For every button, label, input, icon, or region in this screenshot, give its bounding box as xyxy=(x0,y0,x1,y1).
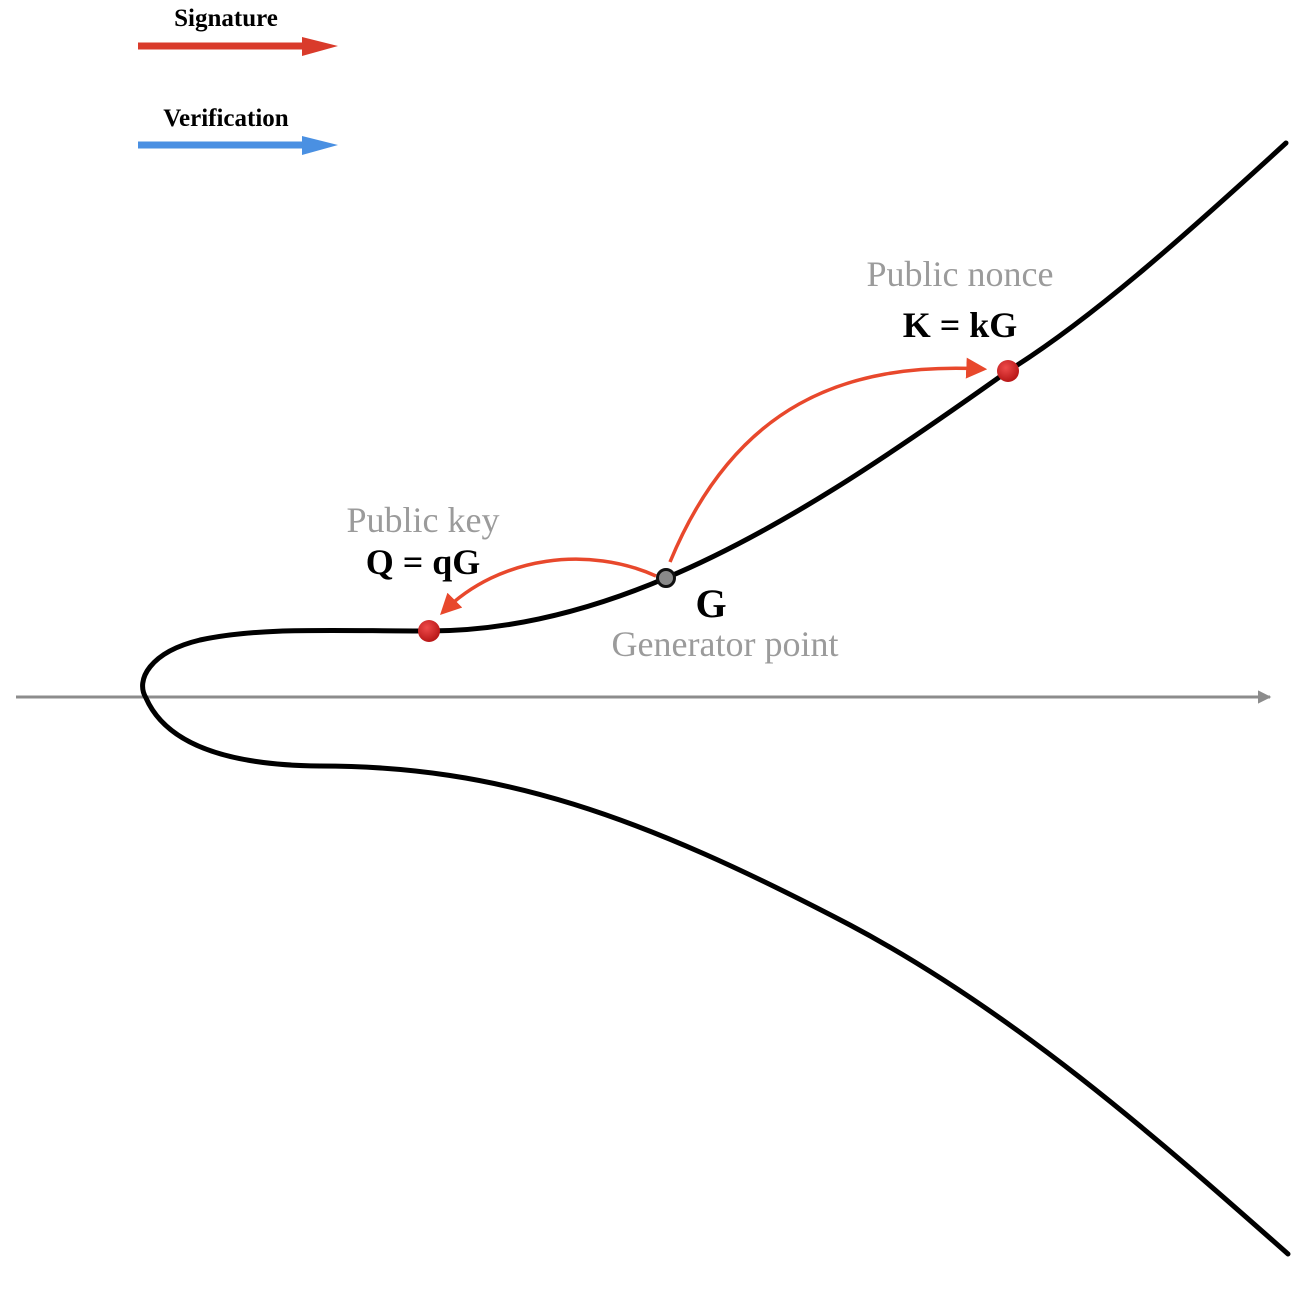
public-key-point xyxy=(418,620,440,642)
legend-verification-label: Verification xyxy=(163,105,289,132)
legend-signature-label: Signature xyxy=(174,5,278,32)
legend-verification-arrow xyxy=(138,136,338,155)
elliptic-curve xyxy=(140,140,1291,1257)
public-key-formula: Q = qG xyxy=(366,542,481,582)
public-nonce-point xyxy=(997,360,1019,382)
generator-caption: Generator point xyxy=(612,624,839,664)
public-nonce-caption: Public nonce xyxy=(867,254,1054,294)
generator-symbol: G xyxy=(695,581,726,626)
legend: Signature Verification xyxy=(138,5,338,155)
generator-point xyxy=(656,568,676,588)
signature-arrow-to-public-key xyxy=(440,557,657,615)
signature-arrow-to-public-nonce xyxy=(668,357,988,563)
public-key-caption: Public key xyxy=(347,500,500,540)
public-nonce-formula: K = kG xyxy=(903,305,1018,345)
legend-signature-arrow xyxy=(138,37,338,56)
